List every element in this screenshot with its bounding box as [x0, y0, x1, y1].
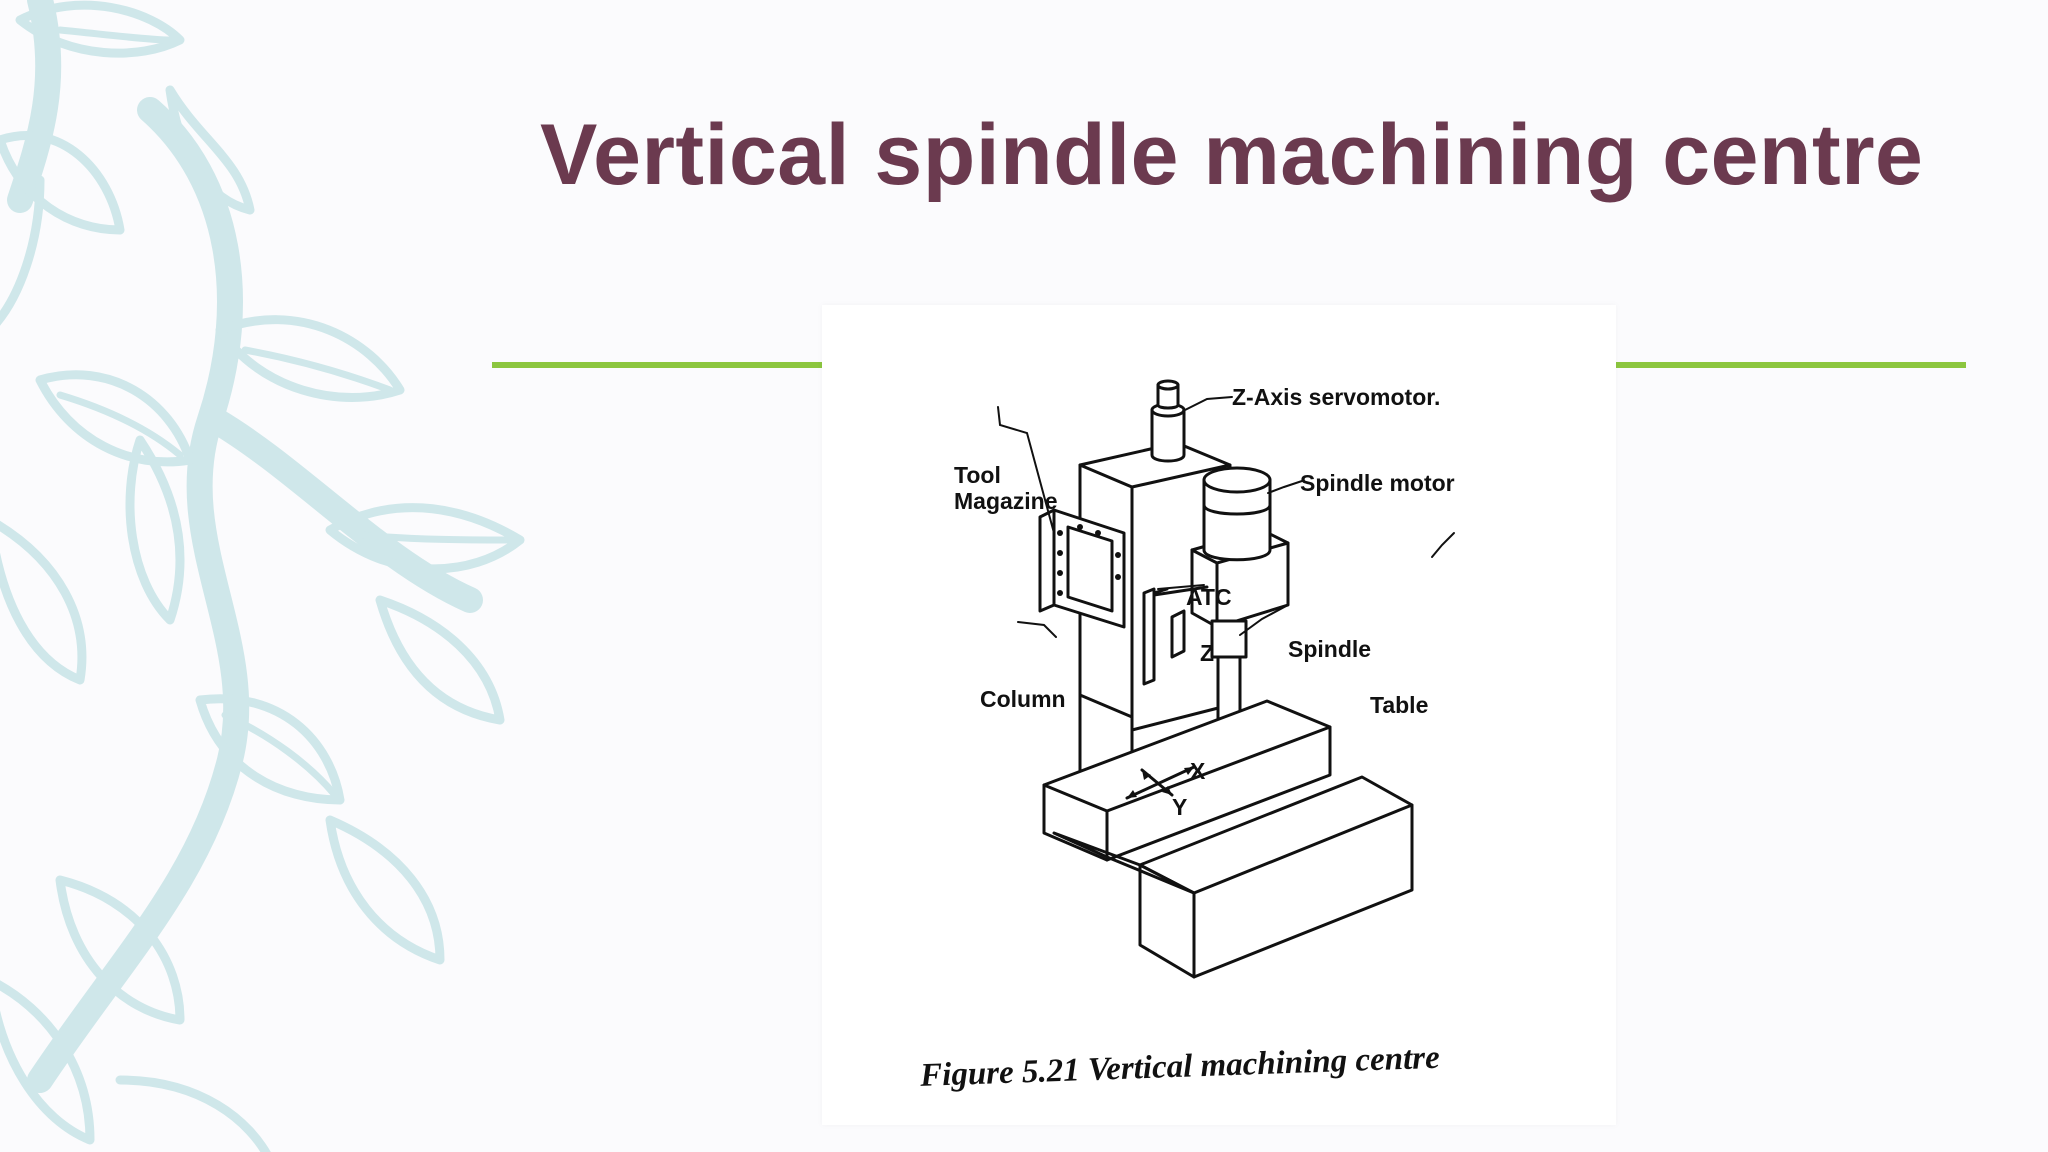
spindle-motor	[1202, 478, 1272, 562]
tool-magazine	[1038, 508, 1126, 629]
label-atc: ATC	[1186, 584, 1232, 610]
label-x-axis: X	[1190, 758, 1206, 784]
title-rule-right	[1616, 362, 1966, 368]
label-magazine: Magazine	[954, 488, 1058, 514]
machining-centre-drawing: Z-Axis servomotor. Spindle motor Tool Ma…	[919, 379, 1455, 1094]
label-tool: Tool	[954, 462, 1001, 488]
label-spindle: Spindle	[1288, 636, 1371, 662]
label-column: Column	[980, 686, 1066, 712]
label-z-axis-servomotor: Z-Axis servomotor.	[1232, 384, 1440, 410]
label-table: Table	[1370, 692, 1428, 718]
z-axis-servomotor	[1150, 408, 1186, 463]
title-rule-left	[492, 362, 822, 368]
vine-decoration	[0, 0, 525, 1152]
atc-arm	[1142, 585, 1209, 686]
machining-centre-figure: Z-Axis servomotor. Spindle motor Tool Ma…	[822, 305, 1616, 1125]
xy-axis-arrows	[1125, 765, 1196, 800]
slide-title: Vertical spindle machining centre	[540, 107, 1924, 203]
label-y-axis: Y	[1172, 794, 1187, 820]
label-spindle-motor: Spindle motor	[1300, 470, 1455, 496]
figure-caption: Figure 5.21 Vertical machining centre	[919, 1040, 1441, 1094]
label-z: Z	[1200, 640, 1214, 666]
saddle	[1138, 775, 1414, 979]
